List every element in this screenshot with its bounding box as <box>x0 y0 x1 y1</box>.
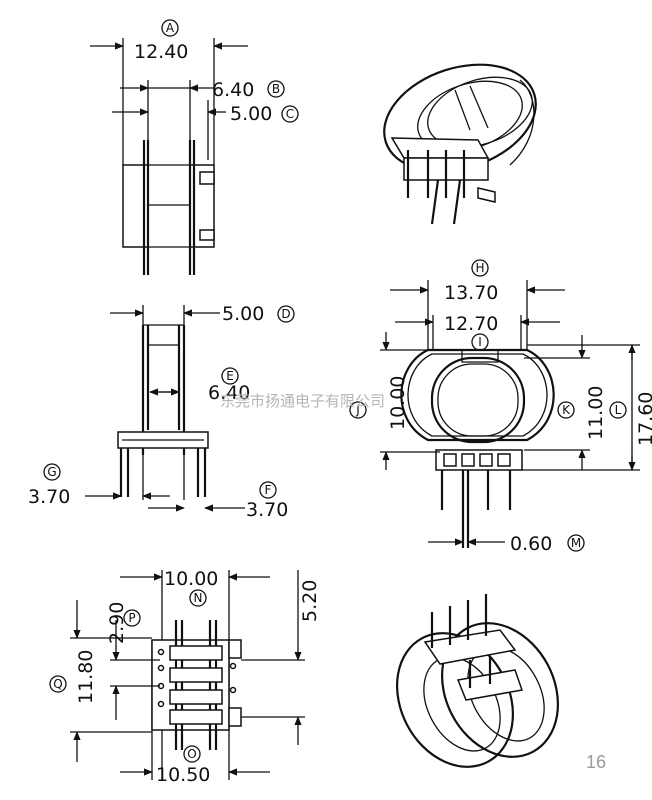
dim-key-A: A <box>166 21 175 35</box>
dim-value-N: 10.00 <box>164 568 218 590</box>
watermark: 东莞市扬通电子有限公司 <box>220 392 385 410</box>
page-number: 16 <box>586 752 606 772</box>
isometric-view-bottom <box>395 594 560 768</box>
dim-value-K: 11.00 <box>585 386 607 440</box>
dim-value-H: 13.70 <box>444 282 498 304</box>
isometric-view-top <box>383 63 537 225</box>
dim-value-C: 5.00 <box>230 103 272 125</box>
dim-value-I: 12.70 <box>444 313 498 335</box>
dim-key-L: L <box>615 403 622 417</box>
dim-value-E: 6.40 <box>208 382 250 404</box>
front-view <box>85 305 245 512</box>
dim-key-J: J <box>355 403 360 417</box>
dim-value-F: 3.70 <box>246 499 288 521</box>
dim-key-M: M <box>571 536 581 550</box>
dim-key-I: I <box>478 335 482 349</box>
dim-key-B: B <box>272 82 280 96</box>
dim-key-D: D <box>281 307 290 321</box>
dim-value-P: 2.90 <box>106 602 128 644</box>
dim-key-G: G <box>47 465 56 479</box>
dim-value-J: 10.00 <box>387 376 409 430</box>
dim-value-A: 12.40 <box>134 41 188 63</box>
dim-value-D: 5.00 <box>222 303 264 325</box>
dim-value-G: 3.70 <box>28 486 70 508</box>
dim-key-E: E <box>226 369 234 383</box>
dim-key-P: P <box>128 611 135 625</box>
dim-value-Q: 11.80 <box>75 650 97 704</box>
dim-value-L: 17.60 <box>635 392 652 446</box>
dim-key-C: C <box>286 107 294 121</box>
dim-value-M: 0.60 <box>510 533 552 555</box>
dim-key-F: F <box>265 483 272 497</box>
dim-key-H: H <box>475 261 484 275</box>
side-view <box>90 38 248 275</box>
bottom-view <box>70 570 305 780</box>
dim-key-O: O <box>187 747 196 761</box>
face-view <box>380 280 640 548</box>
dim-key-N: N <box>194 591 203 605</box>
dim-key-K: K <box>562 403 571 417</box>
dim-value-O: 10.50 <box>156 764 210 786</box>
dim-key-Q: Q <box>53 677 62 691</box>
dim-value-B: 6.40 <box>212 79 254 101</box>
dimension-labels: 12.40 A 6.40 B 5.00 C 5.00 D 6.40 E 3.70… <box>28 19 652 786</box>
dim-value-R: 5.20 <box>299 580 321 622</box>
